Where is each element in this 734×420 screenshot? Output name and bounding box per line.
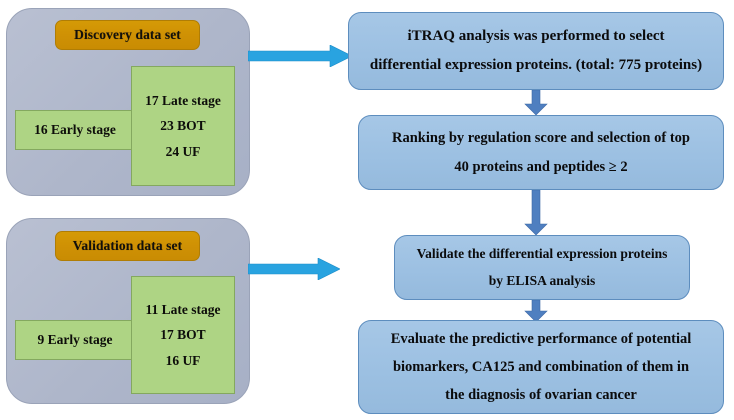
step-ranking-line-1: Ranking by regulation score and selectio… [392,130,690,147]
discovery-late-stage-line-1: 17 Late stage [145,92,221,108]
validation-late-stage-line-3: 16 UF [165,352,201,368]
step-itraq-analysis-line-1: iTRAQ analysis was performed to select [407,27,665,44]
discovery-late-stage-box: 17 Late stage 23 BOT 24 UF [131,66,235,186]
step-evaluate-performance-line-1: Evaluate the predictive performance of p… [390,330,692,347]
step-elisa-validation-line-2: by ELISA analysis [488,272,596,288]
step-itraq-analysis-line-2: differential expression proteins. (total… [369,57,703,73]
ranking-to-elisa-arrow [523,189,549,236]
step-itraq-analysis-box: iTRAQ analysis was performed to select d… [348,12,724,90]
discovery-late-stage-line-3: 24 UF [165,143,201,159]
validation-late-stage-line-1: 11 Late stage [145,301,221,317]
step-evaluate-performance-line-3: the diagnosis of ovarian cancer [445,387,637,404]
step-evaluate-performance-box: Evaluate the predictive performance of p… [358,320,724,414]
discovery-to-itraq-arrow [247,44,353,68]
validation-dataset-title: Validation data set [55,231,200,261]
step-evaluate-performance-line-2: biomarkers, CA125 and combination of the… [392,358,690,375]
step-elisa-validation-box: Validate the differential expression pro… [394,235,690,300]
elisa-to-evaluate-arrow [523,299,549,323]
step-ranking-box: Ranking by regulation score and selectio… [358,115,724,190]
validation-early-stage-label: 9 Early stage [37,332,113,348]
validation-late-stage-box: 11 Late stage 17 BOT 16 UF [131,276,235,394]
itraq-to-ranking-arrow [523,89,549,116]
discovery-late-stage-line-2: 23 BOT [160,118,206,134]
discovery-dataset-title: Discovery data set [55,20,200,50]
step-elisa-validation-line-1: Validate the differential expression pro… [416,246,668,262]
step-ranking-line-2: 40 proteins and peptides ≥ 2 [454,158,628,175]
discovery-early-stage-label: 16 Early stage [34,122,116,138]
validation-late-stage-line-2: 17 BOT [160,327,206,343]
discovery-early-stage-box: 16 Early stage [15,110,135,150]
validation-to-elisa-arrow [247,257,341,281]
validation-early-stage-box: 9 Early stage [15,320,135,360]
